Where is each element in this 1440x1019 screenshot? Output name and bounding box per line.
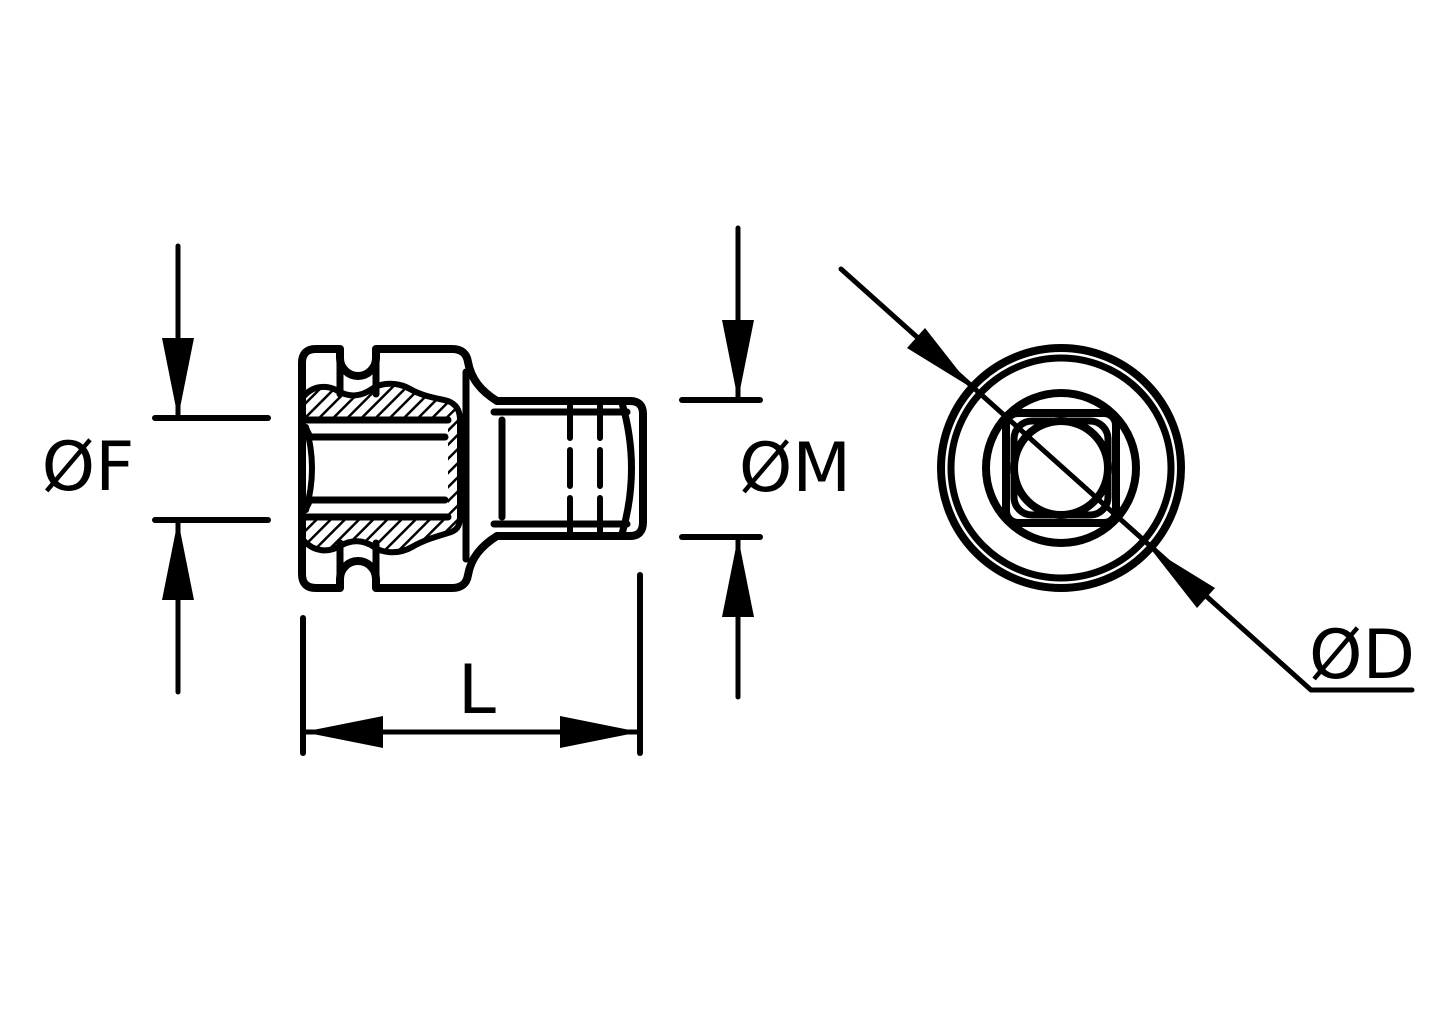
dim-m-label: ØM bbox=[739, 429, 851, 508]
dimension-diameter-f: ØF bbox=[42, 243, 271, 695]
dim-f-arrow-up bbox=[162, 520, 194, 600]
dim-m-arrow-down bbox=[722, 320, 754, 400]
dim-d-arrow-upper bbox=[907, 328, 972, 388]
inscribed-circle bbox=[1010, 417, 1112, 519]
chamfer-circle bbox=[947, 354, 1175, 582]
dim-l-arrow-right bbox=[560, 716, 640, 748]
dimension-length-l: L bbox=[300, 572, 643, 756]
side-section-view bbox=[298, 345, 647, 592]
dim-d-arrow-lower bbox=[1150, 548, 1215, 608]
boss-circle bbox=[982, 389, 1140, 547]
break-line-top bbox=[300, 380, 463, 556]
dim-f-label: ØF bbox=[42, 428, 135, 507]
opening-edge-arc-top bbox=[299, 421, 313, 440]
dim-l-label: L bbox=[458, 651, 496, 730]
drive-end-chamfer-arc bbox=[618, 399, 635, 538]
opening-edge-arc-bottom bbox=[299, 497, 313, 516]
outer-diameter-circle bbox=[937, 344, 1185, 592]
dim-f-arrow-down bbox=[162, 338, 194, 418]
dim-l-arrow-left bbox=[303, 716, 383, 748]
dimension-diameter-d: ØD bbox=[838, 266, 1415, 695]
end-view bbox=[937, 344, 1185, 592]
dim-m-arrow-up bbox=[722, 537, 754, 617]
dim-d-label: ØD bbox=[1309, 616, 1415, 695]
dim-d-leader-line bbox=[838, 266, 1415, 693]
dimension-diameter-m: ØM bbox=[679, 225, 851, 700]
adapter-body-outline bbox=[298, 345, 647, 592]
square-drive-outline bbox=[1002, 409, 1120, 527]
